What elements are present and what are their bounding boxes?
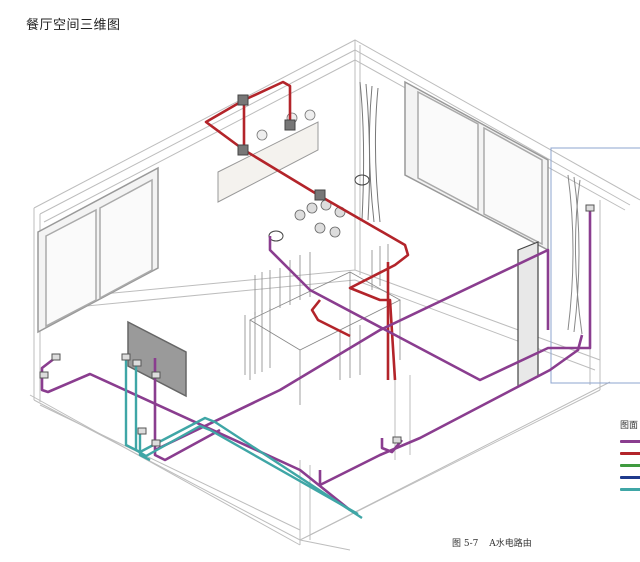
highlight-box xyxy=(550,147,640,384)
outlet-boxes xyxy=(39,204,595,447)
legend-swatch-red xyxy=(620,452,640,455)
dining-set xyxy=(244,244,401,405)
lighting-conduit-red xyxy=(204,80,410,381)
curtain-center xyxy=(359,81,381,223)
power-conduit-purple xyxy=(40,210,592,512)
left-window xyxy=(37,166,159,334)
figure-text: A水电路由 xyxy=(489,539,532,549)
legend-swatch-teal xyxy=(620,488,640,491)
wall-painting xyxy=(217,121,319,203)
right-window xyxy=(404,80,549,252)
curtain-right xyxy=(567,174,583,335)
tv-screen xyxy=(127,320,187,398)
wall-sconces xyxy=(256,109,316,141)
water-pipe-teal xyxy=(124,358,363,520)
legend-swatch-green xyxy=(620,464,640,467)
legend-swatch-blue xyxy=(620,476,640,479)
figure-label: 图 5-7 xyxy=(452,539,479,549)
junction-boxes xyxy=(237,94,326,201)
figure-caption: 图 5-7 A水电路由 xyxy=(452,536,540,549)
legend-title: 图面 xyxy=(620,421,639,431)
legend: 图面 xyxy=(620,418,640,491)
wall-ring-fixture xyxy=(354,174,370,186)
legend-swatch-purple xyxy=(620,440,640,443)
diagram-title: 餐厅空间三维图 xyxy=(26,18,121,33)
